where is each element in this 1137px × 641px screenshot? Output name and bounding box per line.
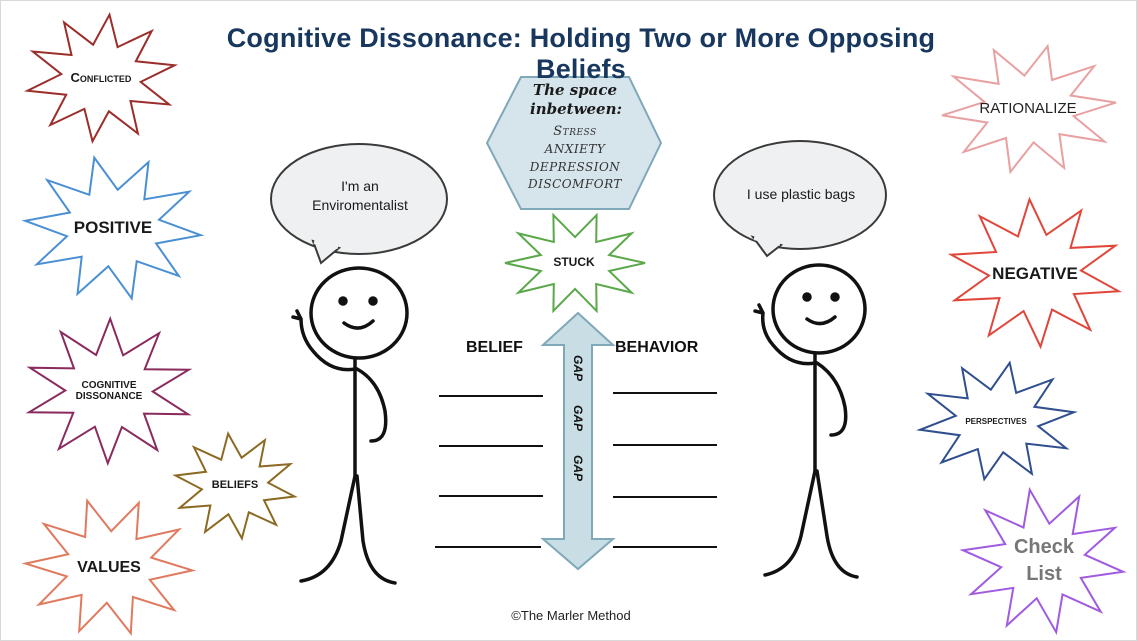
hexagon-text: The space inbetween: Stress ANXIETY DEPR… [501,81,649,194]
left-speech-text: I'm an Enviromentalist [312,178,408,213]
stuck-label: STUCK [553,255,595,270]
cognitive-dissonance-label: Cognitive dissonance [75,379,143,403]
space-between-hexagon [485,76,663,210]
right-speech-text: I use plastic bags [746,186,856,202]
hexagon-heading: The space inbetween: [530,81,623,118]
behavior-blank-lines [613,392,717,548]
check-list-label: Check List [1013,536,1075,585]
right-stick-figure [753,263,867,579]
negative-label: NEGATIVE [992,264,1078,284]
values-burst [21,498,197,636]
behavior-heading: BEHAVIOR [615,339,699,356]
rationalize-label: RATIONALIZE [979,100,1077,118]
right-speech-bubble [713,140,887,258]
rationalize-burst [941,43,1117,175]
diagram-title: Cognitive Dissonance: Holding Two or Mor… [226,23,936,84]
copyright-footer: ©The Marler Method [511,608,631,623]
positive-burst [21,154,205,302]
check-list-burst [959,486,1127,636]
stuck-burst [504,212,646,314]
hexagon-item-anxiety: ANXIETY [544,142,606,157]
beliefs-burst [172,430,298,542]
negative-burst [947,196,1123,350]
hexagon-item-discomfort: DISCOMFORT [528,177,622,192]
gap-label-2: GAP [571,404,585,431]
perspectives-label: perspectives [965,417,1027,427]
conflicted-burst [23,11,179,145]
positive-label: POSITIVE [73,218,153,238]
cognitive-dissonance-burst [25,315,193,467]
conflicted-label: Conflicted [70,69,132,85]
belief-blank-lines [435,395,543,548]
left-stick-figure [291,266,409,585]
belief-heading: BELIEF [466,339,523,356]
hexagon-item-depression: DEPRESSION [529,159,621,174]
beliefs-label: BELIEFS [211,478,259,491]
gap-label-1: GAP [571,354,585,381]
gap-double-arrow [540,311,616,571]
left-speech-bubble [270,143,448,265]
hexagon-item-stress: Stress [553,123,597,139]
perspectives-burst [916,360,1078,482]
gap-label-3: GAP [571,454,585,481]
values-label: VALUES [77,558,141,576]
